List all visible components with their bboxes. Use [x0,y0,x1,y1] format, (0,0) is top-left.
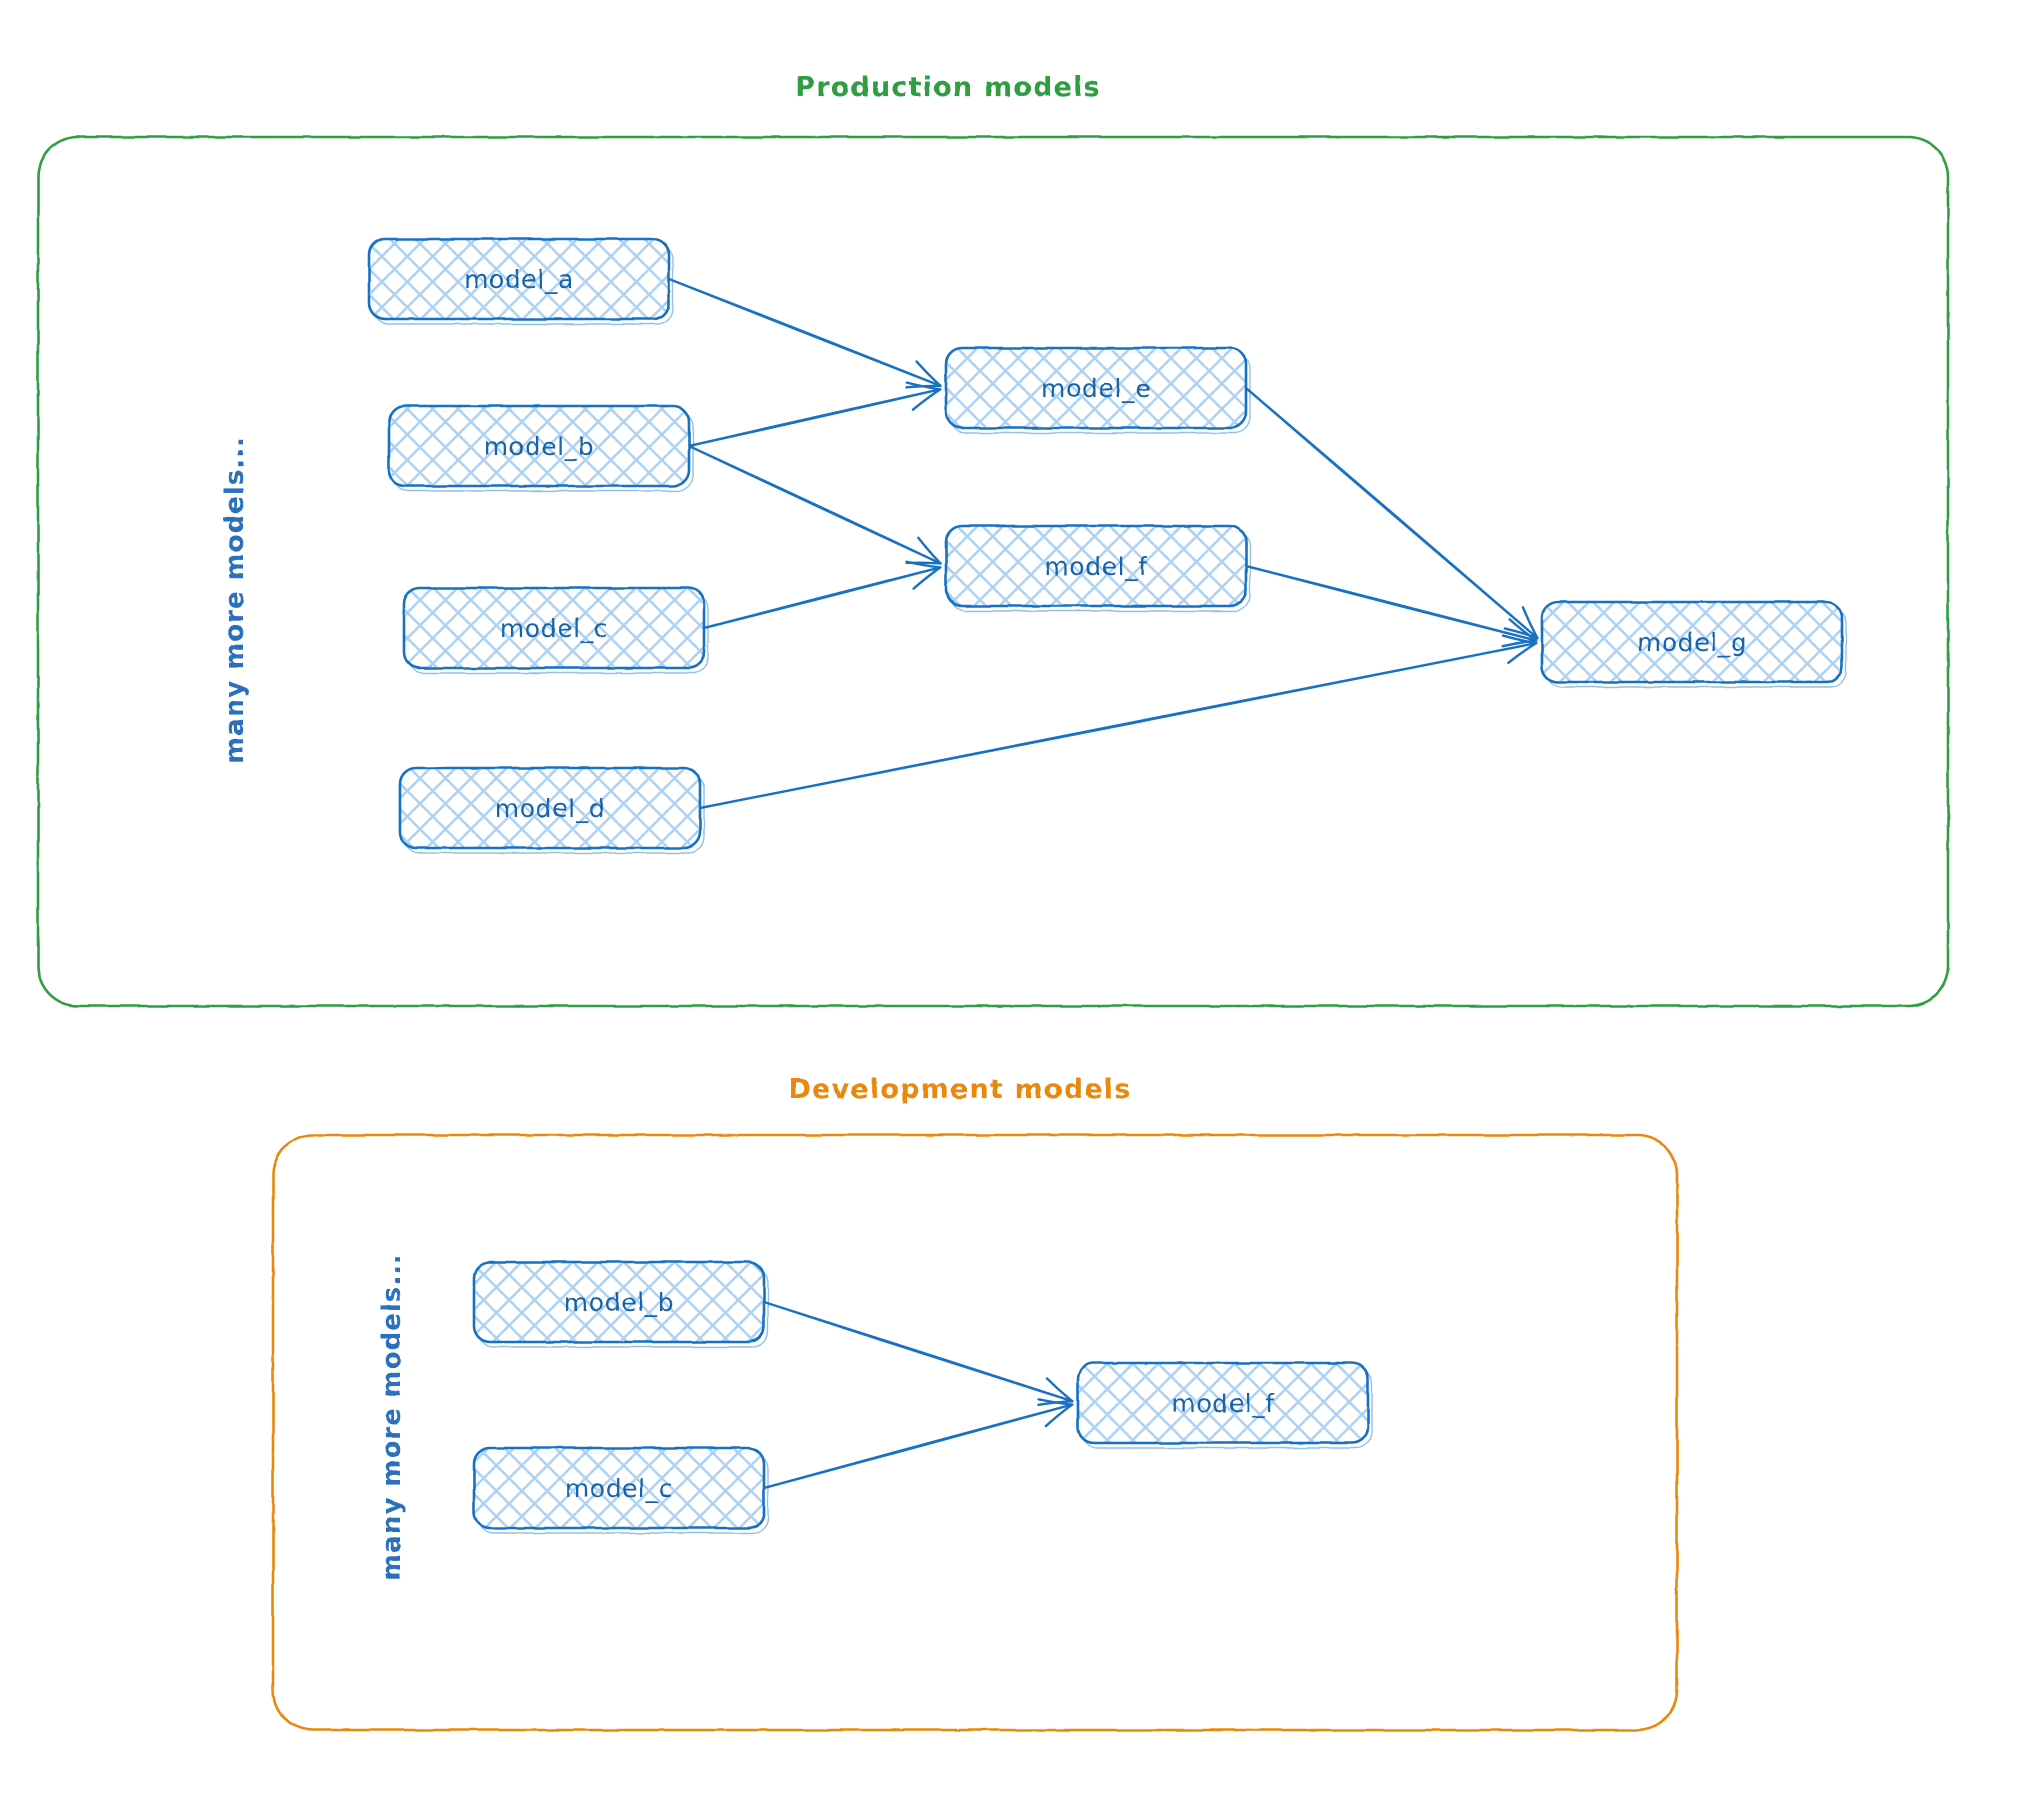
node-prod_d[interactable]: model_d [398,766,705,854]
edge-stroke [1244,564,1538,642]
nodes-layer: model_a model_b model_c model_d model_emodel… [367,237,1847,1534]
node-prod_e[interactable]: model_e [944,346,1251,434]
node-dev_c[interactable]: model_c [472,1446,769,1534]
node-prod_b[interactable]: model_b [387,404,694,492]
edge-prod_c-to-prod_f [702,560,942,630]
group-production [36,135,1950,1008]
node-border [387,404,691,488]
edge-stroke [702,566,942,630]
node-label: model_c [500,614,608,643]
arrowhead-barb [1508,618,1538,642]
edge-dev_c-to-dev_f [762,1398,1074,1490]
edge-stroke [687,444,942,565]
node-fill [946,348,1246,428]
node-fill [404,588,704,668]
node-fill [474,1448,764,1528]
node-label: model_b [564,1288,674,1317]
edge-stroke [667,277,942,387]
edge-stroke [762,1403,1074,1490]
edge-dev_b-to-dev_f [762,1300,1074,1407]
node-dev_f[interactable]: model_f [1076,1361,1373,1449]
node-border [472,1446,766,1530]
group-border-production [36,135,1950,1008]
arrowhead-barb [917,536,942,565]
group-containers [36,135,1950,1732]
arrowhead-barb [1501,639,1538,648]
node-border [944,524,1248,608]
edge-prod_e-to-prod_g [1244,386,1539,640]
node-fill [1542,602,1842,682]
edge-prod_b-to-prod_e [687,381,942,448]
edge-stroke [1244,386,1539,640]
node-label: model_c [565,1474,673,1503]
group-development [271,1133,1679,1732]
arrowhead-barb [905,381,942,391]
node-fill [1078,1363,1368,1443]
node-label: model_d [495,794,605,823]
side-label-production: many more models... [220,436,250,764]
node-label: model_g [1637,628,1747,657]
edge-stroke [698,642,1538,810]
arrowhead-barb [1037,1398,1074,1406]
edge-prod_b-to-prod_f [687,444,942,565]
node-fill [369,239,669,319]
node-border [398,766,702,850]
node-fill [474,1262,764,1342]
node-prod_f[interactable]: model_f [944,524,1251,612]
node-label: model_f [1044,552,1148,581]
edge-prod_f-to-prod_g [1244,564,1538,648]
group-border-development [271,1133,1679,1732]
arrowhead-barb [1521,606,1539,640]
node-border [944,346,1248,430]
edge-stroke [687,388,942,448]
edge-prod_a-to-prod_e [667,277,942,389]
arrowhead-barb [1045,1377,1074,1403]
edge-stroke [762,1300,1074,1403]
node-prod_c[interactable]: model_c [402,586,709,674]
node-fill [389,406,689,486]
node-label: model_e [1041,374,1151,403]
arrowhead-barb [912,566,942,590]
node-border [1076,1361,1370,1445]
group-title-production: Production models [795,72,1101,103]
arrowhead-barb [905,560,942,569]
group-title-development: Development models [789,1074,1132,1105]
node-dev_b[interactable]: model_b [472,1260,769,1348]
node-label: model_f [1171,1389,1275,1418]
side-label-development: many more models... [377,1253,407,1581]
node-border [367,237,671,321]
node-fill [946,526,1246,606]
arrowhead-barb [1507,641,1538,664]
node-fill [400,768,700,848]
node-border [1540,600,1844,684]
node-border [472,1260,766,1344]
node-border [402,586,706,670]
node-label: model_a [464,265,574,294]
edge-prod_d-to-prod_g [698,634,1538,810]
arrowhead-barb [1501,634,1538,645]
node-prod_g[interactable]: model_g [1540,600,1847,688]
labels-layer: Production models many more models... Deve… [220,72,1132,1581]
edges-layer [667,277,1539,1490]
arrowhead-barb [911,388,942,411]
node-prod_a[interactable]: model_a [367,237,674,325]
arrowhead-barb [1044,1403,1074,1428]
node-label: model_b [484,432,594,461]
arrowhead-barb [1503,627,1539,640]
arrowhead-barb [915,360,942,388]
